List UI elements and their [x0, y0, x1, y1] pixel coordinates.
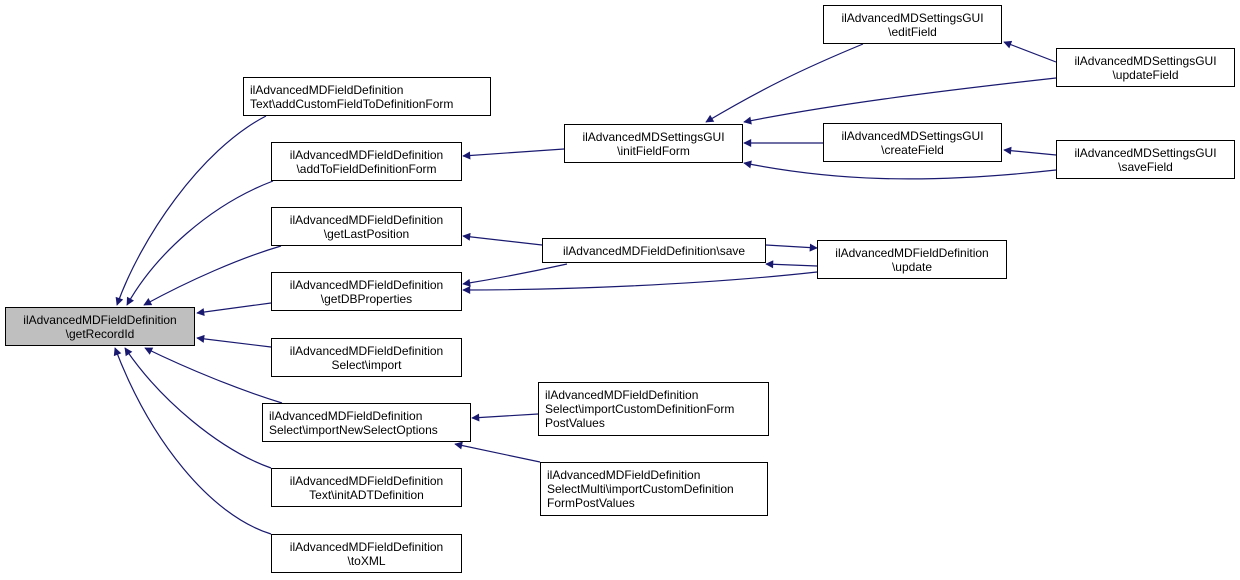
edge-save-to-getDB: [462, 263, 568, 287]
node-label-line: ilAdvancedMDFieldDefinition: [547, 468, 701, 482]
node-label-line: ilAdvancedMDFieldDefinition: [289, 473, 444, 488]
edge-textInitADT-to-root: [124, 347, 272, 469]
edge-initFieldForm-to-addToField: [462, 148, 565, 160]
node-getDB[interactable]: ilAdvancedMDFieldDefinition\getDBPropert…: [271, 272, 462, 311]
node-label-line: \getRecordId: [65, 326, 135, 341]
node-updateField[interactable]: ilAdvancedMDSettingsGUI\updateField: [1056, 48, 1235, 87]
node-label-line: \saveField: [1118, 159, 1173, 174]
node-update[interactable]: ilAdvancedMDFieldDefinition\update: [817, 240, 1007, 279]
edge-selCustomPost-to-selImportNew: [471, 413, 539, 422]
node-label-line: \initFieldForm: [617, 143, 690, 158]
node-label-line: ilAdvancedMDFieldDefinition: [269, 408, 423, 423]
node-label-line: FormPostValues: [547, 496, 635, 510]
edge-selImport-to-root: [196, 334, 272, 348]
edge-editField-to-initFieldForm: [705, 43, 864, 123]
edge-selImportNew-to-root: [144, 347, 283, 404]
node-label-line: ilAdvancedMDFieldDefinition: [545, 388, 699, 402]
node-addToField[interactable]: ilAdvancedMDFieldDefinition\addToFieldDe…: [271, 142, 462, 181]
node-label-line: \getLastPosition: [323, 226, 410, 241]
node-label-line: \toXML: [347, 553, 386, 568]
edge-save-to-getLastPos: [462, 232, 543, 246]
node-editField[interactable]: ilAdvancedMDSettingsGUI\editField: [823, 5, 1002, 44]
node-save[interactable]: ilAdvancedMDFieldDefinition\save: [542, 238, 766, 263]
edge-updateField-to-editField: [1003, 40, 1057, 63]
node-label-line: \getDBProperties: [320, 291, 413, 306]
node-label-line: \update: [891, 259, 933, 274]
node-label-line: ilAdvancedMDFieldDefinition\save: [562, 243, 746, 258]
edge-save-to-update: [765, 243, 818, 252]
node-label-line: \updateField: [1112, 67, 1179, 82]
node-label-line: ilAdvancedMDFieldDefinition: [250, 82, 404, 97]
node-label-line: \addToFieldDefinitionForm: [296, 161, 437, 176]
node-label-line: ilAdvancedMDSettingsGUI: [841, 128, 984, 143]
edge-getLastPos-to-root: [143, 245, 282, 306]
edge-getDB-to-root: [196, 302, 272, 316]
edge-update-to-getDB: [462, 271, 818, 294]
node-label-line: ilAdvancedMDFieldDefinition: [289, 147, 444, 162]
edge-updateField-to-initFieldForm: [743, 77, 1057, 125]
node-label-line: ilAdvancedMDFieldDefinition: [835, 245, 989, 260]
node-label-line: ilAdvancedMDSettingsGUI: [582, 129, 725, 144]
node-getLastPos[interactable]: ilAdvancedMDFieldDefinition\getLastPosit…: [271, 207, 462, 246]
node-label-line: ilAdvancedMDSettingsGUI: [1074, 145, 1217, 160]
node-label-line: Select\importCustomDefinitionForm: [545, 402, 735, 416]
node-label-line: Text\initADTDefinition: [309, 487, 424, 502]
edge-update-to-save: [765, 260, 818, 269]
node-label-line: ilAdvancedMDSettingsGUI: [841, 10, 984, 25]
node-label-line: \editField: [888, 24, 937, 39]
node-toXML[interactable]: ilAdvancedMDFieldDefinition\toXML: [271, 534, 462, 573]
edge-toXML-to-root: [113, 347, 272, 535]
edge-saveField-to-createField: [1003, 146, 1057, 156]
node-label-line: ilAdvancedMDFieldDefinition: [289, 212, 444, 227]
node-label-line: ilAdvancedMDFieldDefinition: [23, 312, 177, 327]
node-label-line: Select\importNewSelectOptions: [269, 422, 438, 437]
node-label-line: ilAdvancedMDFieldDefinition: [289, 343, 444, 358]
node-saveField[interactable]: ilAdvancedMDSettingsGUI\saveField: [1056, 140, 1235, 179]
node-label-line: ilAdvancedMDSettingsGUI: [1074, 53, 1217, 68]
node-label-line: SelectMulti\importCustomDefinition: [547, 482, 734, 496]
node-label-line: PostValues: [545, 416, 605, 430]
edge-addCustom-to-root: [115, 115, 267, 306]
node-label-line: Select\import: [331, 357, 402, 372]
node-label-line: ilAdvancedMDFieldDefinition: [289, 277, 444, 292]
node-label-line: \createField: [881, 142, 944, 157]
edge-multiCustomPost-to-selImportNew: [454, 441, 541, 463]
edge-addToField-to-root: [126, 180, 274, 306]
node-createField[interactable]: ilAdvancedMDSettingsGUI\createField: [823, 123, 1002, 162]
node-label-line: Text\addCustomFieldToDefinitionForm: [250, 96, 454, 111]
node-root[interactable]: ilAdvancedMDFieldDefinition\getRecordId: [5, 307, 195, 346]
node-initFieldForm[interactable]: ilAdvancedMDSettingsGUI\initFieldForm: [564, 124, 743, 163]
node-label-line: ilAdvancedMDFieldDefinition: [289, 539, 444, 554]
edge-saveField-to-initFieldForm: [743, 160, 1057, 180]
